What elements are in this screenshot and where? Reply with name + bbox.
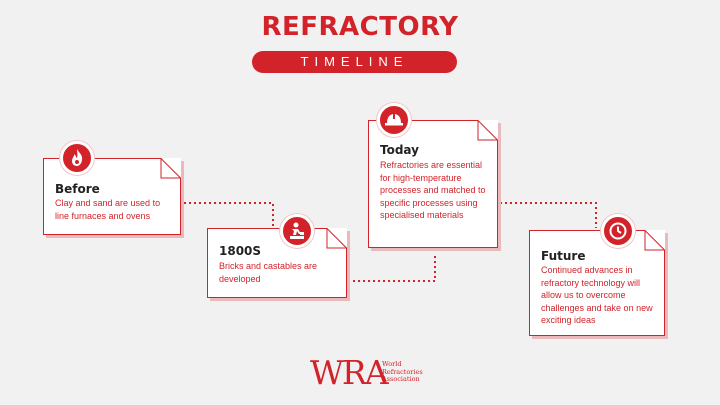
logo-line-1: World <box>382 360 402 368</box>
logo-line-3: Association <box>382 375 420 383</box>
connector-today-future <box>500 202 597 228</box>
hard-hat-icon <box>377 103 411 137</box>
card-text: Clay and sand are used to line furnaces … <box>55 198 161 221</box>
subtitle-pill: TIMELINE <box>252 51 457 73</box>
bricklayer-icon <box>280 214 314 248</box>
connector-before-1800s <box>184 202 274 228</box>
card-outline <box>368 120 498 248</box>
clock-icon <box>601 214 635 248</box>
wra-logo: WRA World Refractories Association <box>310 355 440 395</box>
card-heading: Before <box>55 182 100 196</box>
timeline-card-1800s: 1800S Bricks and castables are developed <box>207 228 347 298</box>
card-text: Continued advances in refractory technol… <box>541 265 653 325</box>
timeline-card-future: Future Continued advances in refractory … <box>529 230 665 336</box>
logo-mark: WRA <box>310 353 389 392</box>
card-heading: Today <box>380 143 419 157</box>
page-title: REFRACTORY <box>261 12 459 42</box>
logo-wordmark: World Refractories Association <box>382 360 423 384</box>
connector-1800s-today <box>348 255 436 282</box>
timeline-card-before: Before Clay and sand are used to line fu… <box>43 158 181 235</box>
timeline-card-today: Today Refractories are essential for hig… <box>368 120 498 248</box>
card-heading: 1800S <box>219 244 262 258</box>
card-heading: Future <box>541 249 586 263</box>
logo-line-2: Refractories <box>382 367 423 376</box>
card-text: Refractories are essential for high-temp… <box>380 160 486 220</box>
card-text: Bricks and castables are developed <box>219 261 318 284</box>
card-outline <box>43 158 181 235</box>
fire-icon <box>60 141 94 175</box>
